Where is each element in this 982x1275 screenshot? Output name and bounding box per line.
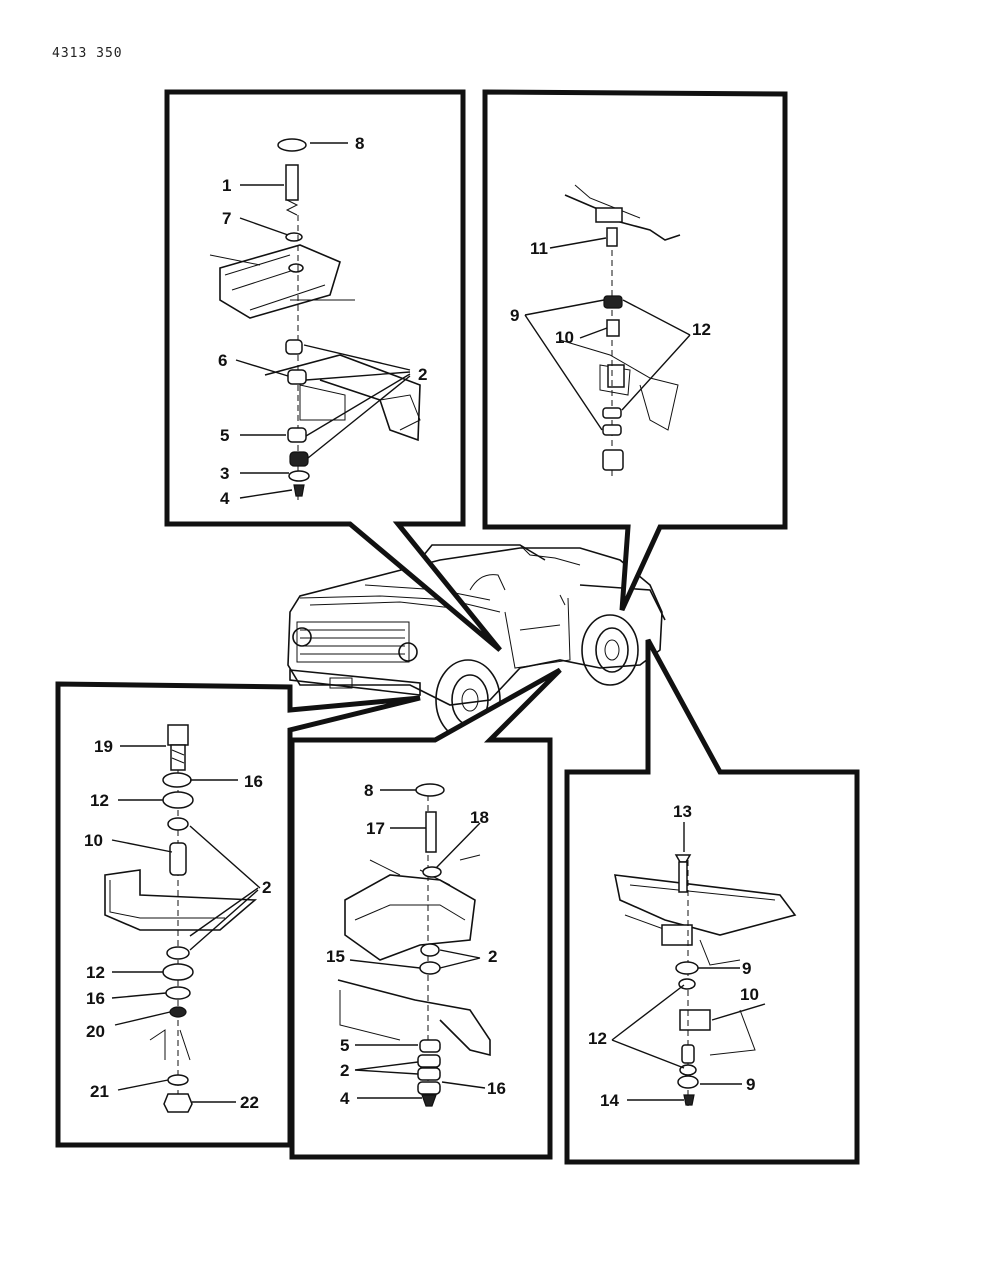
callout-18: 18 [470,808,489,827]
callout-14: 14 [600,1091,619,1110]
callout-5: 5 [220,426,229,445]
callout-11: 11 [530,239,548,258]
panel-cab-mount-front: 19 16 12 10 2 12 16 20 21 22 [55,681,421,1148]
callout-2: 2 [262,878,271,897]
callout-2: 2 [418,365,427,384]
callout-5: 5 [340,1036,349,1055]
callout-17: 17 [366,819,385,838]
panel-body-mount-front: 8 1 7 6 2 5 3 4 [164,89,502,652]
document-id: 4313 350 [52,46,123,61]
callout-8: 8 [355,134,364,153]
callout-16-lower: 16 [86,989,105,1008]
callout-1: 1 [222,176,231,195]
callout-19: 19 [94,737,113,756]
callout-12: 12 [692,320,711,339]
callout-3: 3 [220,464,229,483]
callout-10: 10 [84,831,103,850]
callout-16: 16 [244,772,263,791]
callout-10: 10 [555,328,574,347]
panel-cab-mount-center: 8 17 18 15 2 5 2 4 16 [289,667,562,1160]
callout-2: 2 [488,947,497,966]
callout-4: 4 [340,1089,350,1108]
callout-6: 6 [218,351,227,370]
callout-20: 20 [86,1022,105,1041]
panel-cab-mount-rear: 13 9 10 12 9 14 [564,638,860,1165]
callout-9-lower: 9 [746,1075,755,1094]
panel-body-mount-rear: 11 9 10 12 [482,89,788,612]
callout-10: 10 [740,985,759,1004]
callout-8: 8 [364,781,373,800]
callout-21: 21 [90,1082,109,1101]
callout-9: 9 [742,959,751,978]
callout-16: 16 [487,1079,506,1098]
callout-12: 12 [90,791,109,810]
callout-13: 13 [673,802,692,821]
callout-12-lower: 12 [86,963,105,982]
callout-7: 7 [222,209,231,228]
callout-22: 22 [240,1093,259,1112]
callout-2-lower: 2 [340,1061,349,1080]
callout-9: 9 [510,306,519,325]
callout-12: 12 [588,1029,607,1048]
callout-15: 15 [326,947,345,966]
callout-4: 4 [220,489,230,508]
